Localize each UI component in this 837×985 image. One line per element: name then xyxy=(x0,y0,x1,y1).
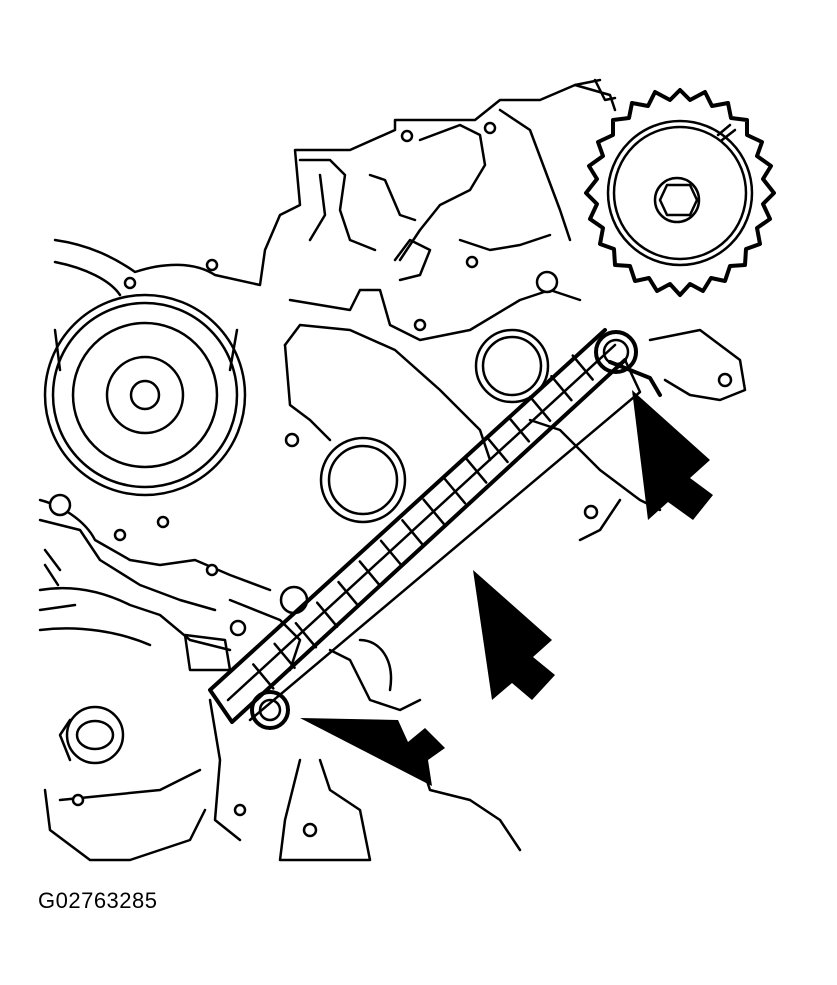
chain-guide-rung xyxy=(401,519,424,546)
housing-bolt-holes xyxy=(48,121,733,838)
chain-guide-rung xyxy=(507,416,531,443)
upper-guide-bolt-arrow xyxy=(632,390,713,520)
chain-guide-rung xyxy=(550,374,573,402)
chain-guide-rung xyxy=(337,580,360,608)
chain-guide-rung xyxy=(486,436,509,464)
chain-guide-rung xyxy=(315,601,339,628)
left-sprocket xyxy=(43,293,247,497)
chain-guide-rung xyxy=(422,498,445,525)
figure-id-label: G02763285 xyxy=(38,888,158,913)
idler-boss xyxy=(474,328,550,404)
timing-chain-guide xyxy=(208,328,662,724)
lower-guide-bolt xyxy=(250,690,290,730)
chain-guide-rung xyxy=(294,621,318,649)
oil-pump-boss xyxy=(58,705,125,765)
chain-guide-rung xyxy=(443,477,467,505)
upper-guide-bolt xyxy=(594,330,638,374)
chain-guide-rung xyxy=(252,663,275,690)
crank-boss-center xyxy=(319,436,407,524)
camshaft-gear xyxy=(584,88,776,297)
callout-arrows xyxy=(300,390,713,786)
chain-guide-rung xyxy=(379,539,403,567)
chain-guide-rungs xyxy=(252,354,594,690)
chain-guide-rung xyxy=(273,642,296,670)
chain-guide-rung xyxy=(571,354,594,381)
chain-guide-rung xyxy=(358,560,382,587)
chain-guide-arrow xyxy=(473,570,555,700)
lower-guide-bolt-arrow xyxy=(300,718,445,786)
chain-guide-rung xyxy=(528,395,552,423)
chain-guide-rung xyxy=(464,457,488,484)
